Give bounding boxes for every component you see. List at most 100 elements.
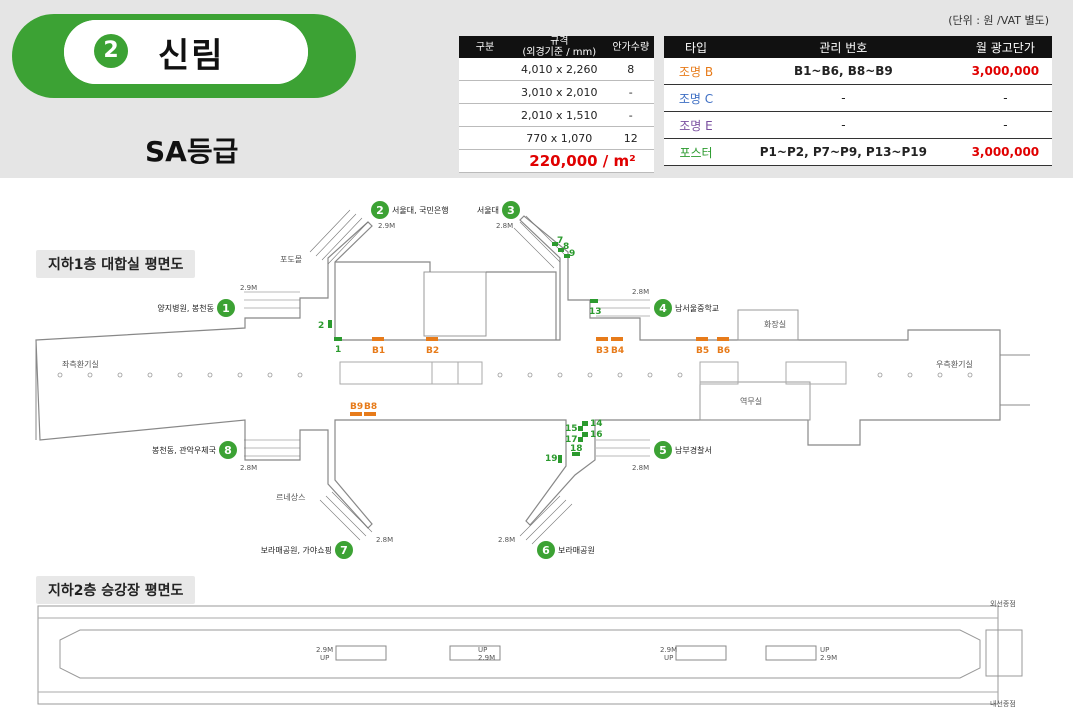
spec-row: 조명 E 2,010 x 1,510 -	[459, 103, 654, 127]
ad-header-type: 타입	[664, 36, 728, 58]
renaissance-label: 르네상스	[276, 492, 305, 502]
exit-6-label: 보라매공원	[558, 546, 595, 555]
outer-terminal-label: 외선종점	[990, 599, 1016, 608]
exit-4: 4 남서울중학교	[654, 299, 719, 317]
station-badge: 2 신림	[12, 14, 356, 98]
svg-text:5: 5	[659, 444, 667, 457]
ad-header-codes: 관리 번호	[728, 36, 959, 58]
spec-header-type: 구분	[459, 36, 511, 58]
poster-14: 14	[590, 419, 603, 429]
exit-1-label: 양지병원, 봉천동	[157, 303, 214, 313]
floor-b2-title: 지하2층 승강장 평면도	[36, 576, 196, 604]
poster-2: 2	[318, 321, 324, 331]
exit-3: 3 서울대	[477, 201, 520, 219]
exit-6: 6 보라매공원	[537, 541, 595, 559]
ad-codes: B1~B6, B8~B9	[728, 58, 959, 85]
light-b5: B5	[696, 346, 709, 356]
stair-dim: 2.9M	[820, 654, 837, 662]
poster-15: 15	[565, 424, 578, 434]
poster-13: 13	[589, 307, 602, 317]
ad-price: -	[958, 111, 1052, 139]
podo-label: 포도몰	[280, 255, 302, 264]
light-b9: B9	[350, 402, 363, 412]
poster-8: 8	[563, 242, 569, 252]
exit-2-label: 서울대, 국민은행	[392, 205, 449, 215]
dim-label: 2.8M	[496, 222, 513, 230]
dim-label: 2.9M	[378, 222, 395, 230]
svg-text:2: 2	[376, 204, 384, 217]
toilet-label: 화장실	[764, 319, 786, 329]
header-panel: 2 신림 SA등급 (단위 : 원 /VAT 별도) 구분 규격 (외경기준 /…	[0, 0, 1073, 178]
svg-text:6: 6	[542, 544, 550, 557]
dim-label: 2.8M	[240, 464, 257, 472]
ad-price: 3,000,000	[958, 58, 1052, 85]
ad-price-table: 타입 관리 번호 월 광고단가 조명 B B1~B6, B8~B9 3,000,…	[664, 36, 1052, 166]
spec-size: 2,010 x 1,510	[511, 103, 608, 127]
inner-terminal-label: 내선종점	[990, 699, 1016, 708]
station-name: 신림	[158, 36, 225, 76]
floor-plan: 좌측환기실 우측환기실 화장실 역무실 포도몰 르네상스 2.9M 2.8M 2…	[35, 201, 1030, 708]
spec-type: 조명 E	[459, 103, 511, 127]
exit-7-label: 보라매공원, 가야쇼핑	[261, 545, 332, 555]
spec-qty: 8	[607, 58, 654, 81]
floor-b1-title: 지하1층 대합실 평면도	[36, 250, 196, 278]
spec-header-size: 규격 (외경기준 / mm)	[511, 36, 608, 58]
exit-2: 2 서울대, 국민은행	[371, 201, 449, 219]
spec-qty: -	[607, 103, 654, 127]
light-b6: B6	[717, 346, 730, 356]
spec-row: 조명 B 4,010 x 2,260 8	[459, 58, 654, 81]
exit-1: 1 양지병원, 봉천동	[157, 299, 235, 317]
light-b8: B8	[364, 402, 377, 412]
exit-8-label: 봉천동, 관악우체국	[152, 445, 216, 455]
light-b3: B3	[596, 346, 609, 356]
station-badge-inner: 2 신림	[64, 20, 308, 84]
spec-row: 포스터 770 x 1,070 12	[459, 126, 654, 150]
dim-label: 2.9M	[240, 284, 257, 292]
ad-type: 조명 B	[664, 58, 728, 85]
poster-18: 18	[570, 444, 583, 454]
ad-codes: P1~P2, P7~P9, P13~P19	[728, 138, 959, 166]
light-b4: B4	[611, 346, 624, 356]
left-room-label: 좌측환기실	[62, 359, 99, 369]
poster-16: 16	[590, 430, 603, 440]
exit-8: 8 봉천동, 관악우체국	[152, 441, 237, 459]
ad-type: 조명 C	[664, 84, 728, 112]
stair-up: UP	[320, 654, 329, 662]
spec-size: 4,010 x 2,260	[511, 58, 608, 81]
ad-type: 포스터	[664, 138, 728, 166]
exit-3-label: 서울대	[477, 206, 499, 215]
ad-row: 조명 C - -	[664, 84, 1052, 112]
exit-5: 5 남부경찰서	[654, 441, 712, 459]
ad-row: 포스터 P1~P2, P7~P9, P13~P19 3,000,000	[664, 138, 1052, 166]
spec-row: 조명 C 3,010 x 2,010 -	[459, 80, 654, 104]
light-b-marks: B1 B2 B3 B4 B5 B6 B9 B8	[350, 337, 730, 416]
ad-codes: -	[728, 84, 959, 112]
stair-up: UP	[820, 646, 829, 654]
stair-dim: 2.9M	[660, 646, 677, 654]
ad-price: 3,000,000	[958, 138, 1052, 166]
ad-header-price: 월 광고단가	[958, 36, 1052, 58]
dim-label: 2.8M	[632, 464, 649, 472]
stair-dim: 2.9M	[316, 646, 333, 654]
svg-text:8: 8	[224, 444, 232, 457]
spec-header-qty: 안가수량	[607, 36, 654, 58]
ad-row: 조명 E - -	[664, 111, 1052, 139]
light-b2: B2	[426, 346, 439, 356]
poster-19: 19	[545, 454, 558, 464]
spec-type: 포스터	[459, 126, 511, 150]
ad-row: 조명 B B1~B6, B8~B9 3,000,000	[664, 58, 1052, 85]
poster-9: 9	[569, 249, 575, 259]
line-number-badge: 2	[94, 34, 128, 68]
stair-up: UP	[478, 646, 487, 654]
svg-text:4: 4	[659, 302, 667, 315]
spec-row-wrapping: 래핑 220,000 / m²	[459, 149, 654, 173]
poster-17: 17	[565, 435, 578, 445]
exit-5-label: 남부경찰서	[675, 445, 712, 455]
spec-table: 구분 규격 (외경기준 / mm) 안가수량 조명 B 4,010 x 2,26…	[459, 36, 654, 173]
concourse-walls	[35, 215, 1030, 529]
spec-qty: 12	[607, 126, 654, 150]
poster-7: 7	[557, 236, 563, 246]
spec-size: 770 x 1,070	[511, 126, 608, 150]
spec-type: 조명 C	[459, 80, 511, 104]
stair-up: UP	[664, 654, 673, 662]
